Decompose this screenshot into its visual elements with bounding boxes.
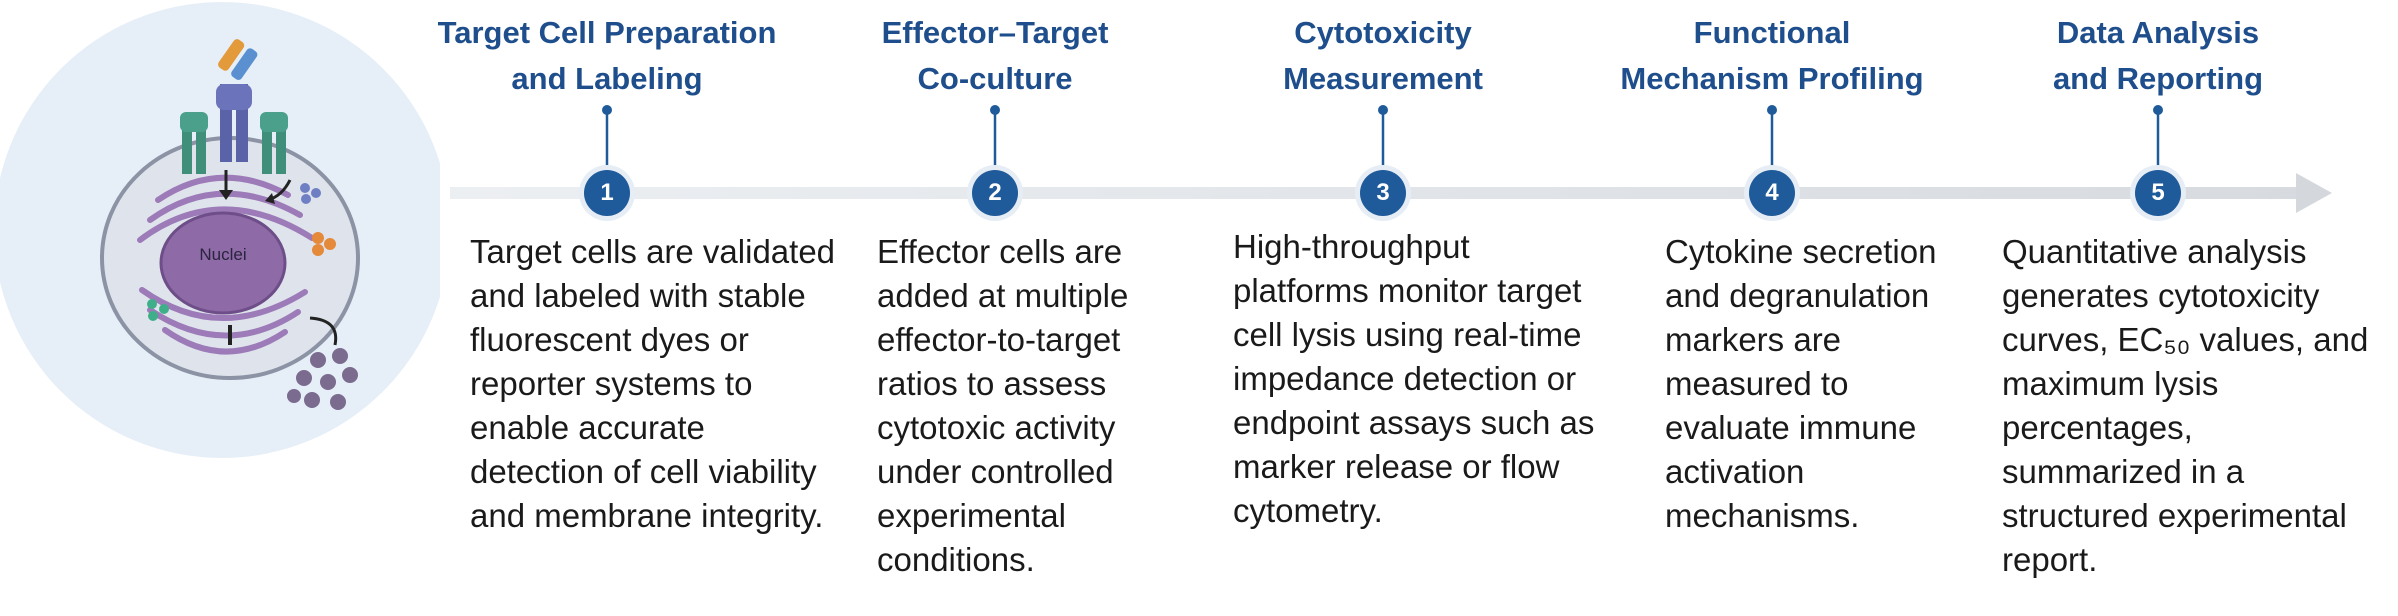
step-2-description: Effector cells are added at multiple eff… xyxy=(877,233,1129,578)
released-particles xyxy=(287,316,358,410)
step-4-title: Functional Mechanism Profiling xyxy=(1620,15,1924,96)
step-2-number: 2 xyxy=(972,170,1018,216)
nucleus-label: Nuclei xyxy=(199,245,247,264)
step-3-title: Cytotoxicity Measurement xyxy=(1283,15,1483,96)
connector-lines xyxy=(602,105,2163,170)
step-4-description: Cytokine secretion and degranulation mar… xyxy=(1665,233,1937,534)
step-1-title: Target Cell Preparation and Labeling xyxy=(437,15,777,96)
step-5-number: 5 xyxy=(2135,170,2181,216)
step-1-description: Target cells are validated and labeled w… xyxy=(470,233,836,534)
ligand-icon xyxy=(218,39,258,80)
step-3-description: High-throughput platforms monitor target… xyxy=(1233,228,1595,529)
step-5-description: Quantitative analysis generates cytotoxi… xyxy=(2002,233,2369,578)
timeline-arrowhead xyxy=(2296,173,2332,213)
vesicles xyxy=(147,183,336,321)
step-1-number: 1 xyxy=(584,170,630,216)
step-5-title: Data Analysis and Reporting xyxy=(2052,15,2264,96)
step-3-number: 3 xyxy=(1360,170,1406,216)
nucleus xyxy=(159,211,287,315)
step-4-number: 4 xyxy=(1749,170,1795,216)
membrane-receptors xyxy=(180,84,288,174)
target-cell-illustration xyxy=(0,2,440,458)
step-2-title: Effector–Target Co-culture xyxy=(881,15,1109,96)
